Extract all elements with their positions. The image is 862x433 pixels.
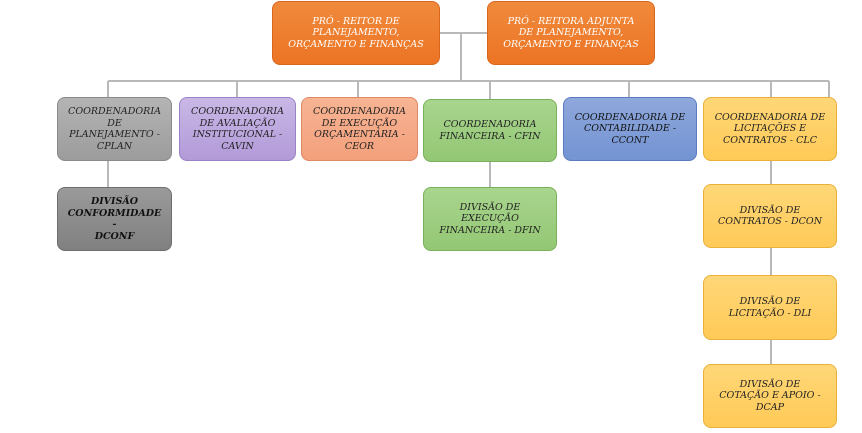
pro-reitor-box: PRÓ - REITOR DE PLANEJAMENTO, ORÇAMENTO … <box>272 1 440 65</box>
coord-ceor-label: COORDENADORIA DE EXECUÇÃO ORÇAMENTÁRIA -… <box>313 106 406 152</box>
coord-cavin-box: COORDENADORIA DE AVALIAÇÃO INSTITUCIONAL… <box>179 97 296 161</box>
div-dcap-label: DIVISÃO DE COTAÇÃO E APOIO - DCAP <box>719 378 821 413</box>
coord-ccont-label: COORDENADORIA DE CONTABILIDADE - CCONT <box>574 111 686 146</box>
coord-ccont-box: COORDENADORIA DE CONTABILIDADE - CCONT <box>563 97 697 161</box>
coord-cfin-box: COORDENADORIA FINANCEIRA - CFIN <box>423 99 557 162</box>
coord-clc-label: COORDENADORIA DE LICITAÇÕES E CONTRATOS … <box>714 111 826 146</box>
coord-cplan-label: COORDENADORIA DE PLANEJAMENTO - CPLAN <box>68 106 161 152</box>
div-dconf-box: DIVISÃO CONFORMIDADE - DCONF <box>57 187 172 251</box>
coord-cfin-label: COORDENADORIA FINANCEIRA - CFIN <box>439 119 541 142</box>
div-dfin-box: DIVISÃO DE EXECUÇÃO FINANCEIRA - DFIN <box>423 187 557 251</box>
div-dconf-label: DIVISÃO CONFORMIDADE - DCONF <box>67 196 162 242</box>
coord-ceor-box: COORDENADORIA DE EXECUÇÃO ORÇAMENTÁRIA -… <box>301 97 418 161</box>
div-dfin-label: DIVISÃO DE EXECUÇÃO FINANCEIRA - DFIN <box>439 201 541 236</box>
pro-reitora-adjunta-label: PRÓ - REITORA ADJUNTA DE PLANEJAMENTO, O… <box>503 15 639 50</box>
pro-reitora-adjunta-box: PRÓ - REITORA ADJUNTA DE PLANEJAMENTO, O… <box>487 1 655 65</box>
div-dli-label: DIVISÃO DE LICITAÇÃO - DLI <box>728 296 812 319</box>
div-dcap-box: DIVISÃO DE COTAÇÃO E APOIO - DCAP <box>703 364 837 428</box>
pro-reitor-label: PRÓ - REITOR DE PLANEJAMENTO, ORÇAMENTO … <box>288 15 424 50</box>
coord-cavin-label: COORDENADORIA DE AVALIAÇÃO INSTITUCIONAL… <box>191 106 284 152</box>
coord-clc-box: COORDENADORIA DE LICITAÇÕES E CONTRATOS … <box>703 97 837 161</box>
div-dli-box: DIVISÃO DE LICITAÇÃO - DLI <box>703 275 837 340</box>
div-dcon-label: DIVISÃO DE CONTRATOS - DCON <box>717 204 823 228</box>
div-dcon-box: DIVISÃO DE CONTRATOS - DCON <box>703 184 837 248</box>
coord-cplan-box: COORDENADORIA DE PLANEJAMENTO - CPLAN <box>57 97 172 161</box>
